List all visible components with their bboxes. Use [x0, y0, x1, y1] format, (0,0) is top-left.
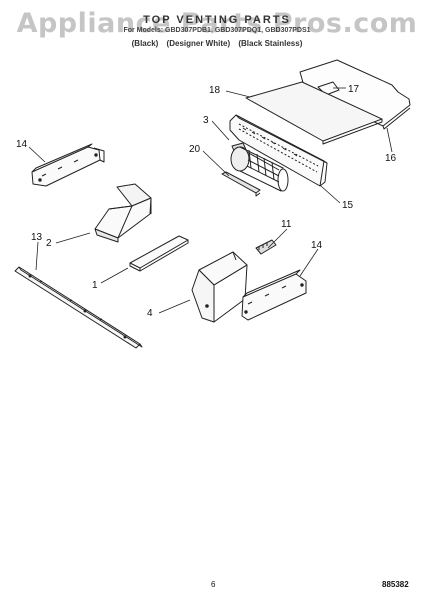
callout-20: 20 — [189, 144, 201, 155]
page-title: TOP VENTING PARTS — [143, 14, 291, 26]
page-number: 6 — [211, 580, 216, 589]
callout-11: 11 — [281, 219, 292, 230]
part-18-insulation-sheet — [245, 81, 383, 145]
variant-designer-white: (Designer White) — [166, 39, 231, 48]
callout-13: 13 — [31, 232, 43, 243]
callout-16: 16 — [385, 153, 397, 164]
model-list: For Models: GBD307PDB1, GBD307PDQ1, GBD3… — [123, 27, 311, 34]
callout-15: 15 — [342, 200, 354, 211]
part-11-small-bracket — [255, 239, 277, 255]
variant-black-stainless: (Black Stainless) — [238, 39, 303, 48]
callout-17: 17 — [348, 84, 360, 95]
part-20-foam-strip — [221, 171, 261, 197]
leader-lines — [28, 87, 393, 314]
part-14-left-bracket — [31, 143, 105, 187]
part-2-deflector — [94, 183, 152, 243]
part-15-vent-channel — [229, 114, 328, 187]
part-4-duct-assembly — [191, 251, 248, 323]
callout-3: 3 — [203, 115, 209, 126]
part-13-long-rail — [14, 266, 143, 349]
variant-black: (Black) — [131, 39, 159, 48]
document-number: 885382 — [382, 580, 409, 589]
callout-labels: 1 2 3 4 11 13 14 14 15 16 17 18 20 — [16, 84, 397, 319]
watermark: Appliance Parts Pros.com — [16, 8, 418, 39]
callout-1: 1 — [92, 280, 98, 291]
part-14-right-bracket — [241, 269, 307, 321]
part-1-strip — [129, 235, 189, 272]
color-variants: (Black) (Designer White) (Black Stainles… — [0, 39, 434, 48]
callout-14-left: 14 — [16, 139, 28, 150]
callout-18: 18 — [209, 85, 221, 96]
callout-14-right: 14 — [311, 240, 323, 251]
callout-4: 4 — [147, 308, 153, 319]
callout-2: 2 — [46, 238, 52, 249]
part-3-blower-motor — [230, 142, 289, 192]
